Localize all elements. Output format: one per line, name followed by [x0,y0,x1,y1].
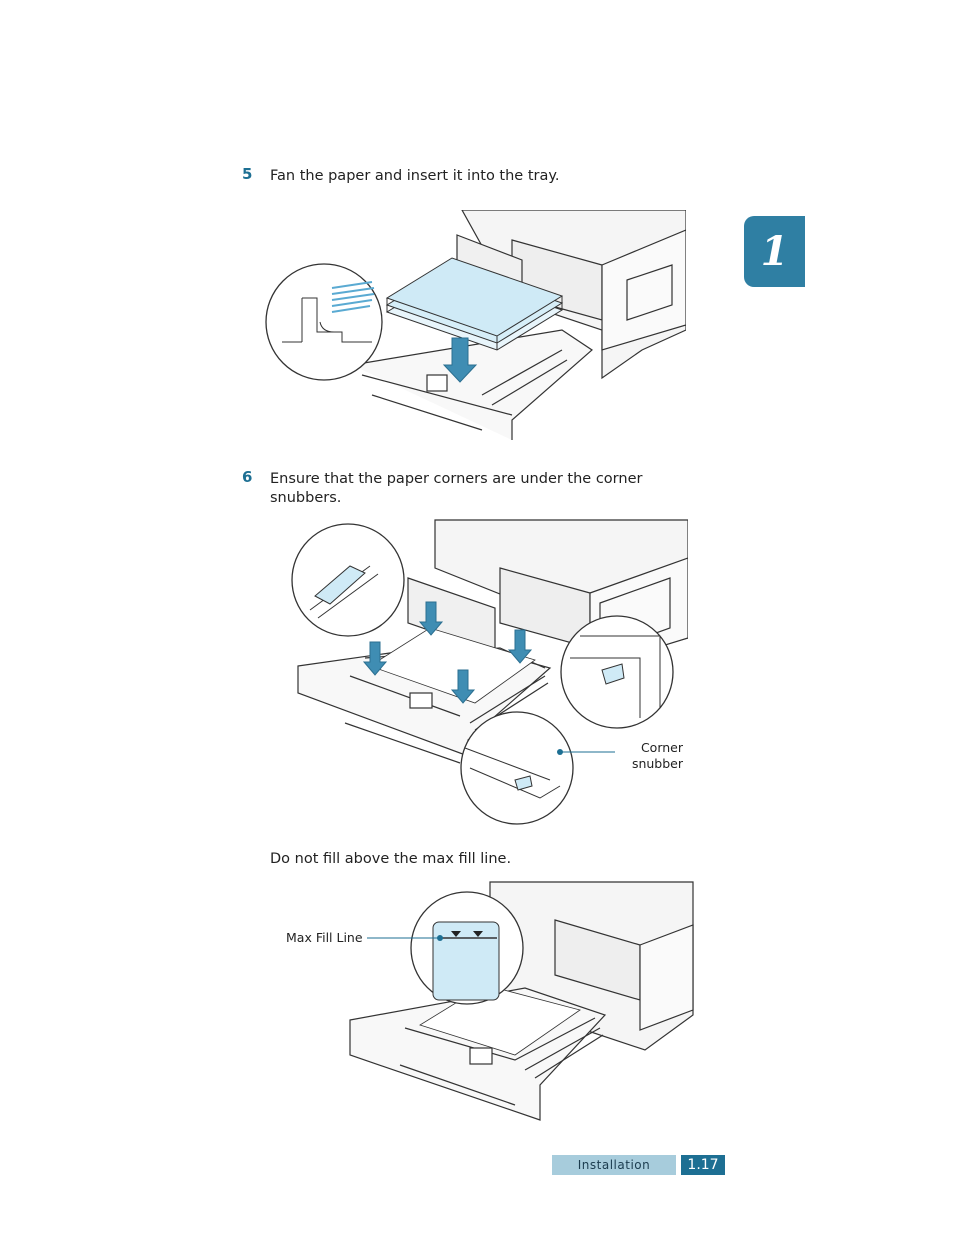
step-6-text-line2: snubbers. [270,490,342,506]
step-6-text-line1: Ensure that the paper corners are under … [270,471,643,487]
chapter-tab: 1 [744,216,805,287]
step-5-number: 5 [242,165,253,183]
illustration-max-fill-line [349,881,694,1121]
chapter-number: 1 [760,228,789,275]
callout-corner-snubber-line1: Corner [640,740,683,755]
footer-page-number: 1.17 [681,1155,725,1175]
footer-section-label: Installation [552,1155,676,1175]
callout-max-fill-line: Max Fill Line [286,930,363,945]
illustration-insert-paper [265,210,686,440]
step-5-text: Fan the paper and insert it into the tra… [270,168,560,184]
max-fill-note: Do not fill above the max fill line. [270,851,512,867]
step-6-number: 6 [242,468,253,486]
illustration-corner-snubbers [291,519,688,825]
callout-corner-snubber-line2: snubber [631,756,683,771]
